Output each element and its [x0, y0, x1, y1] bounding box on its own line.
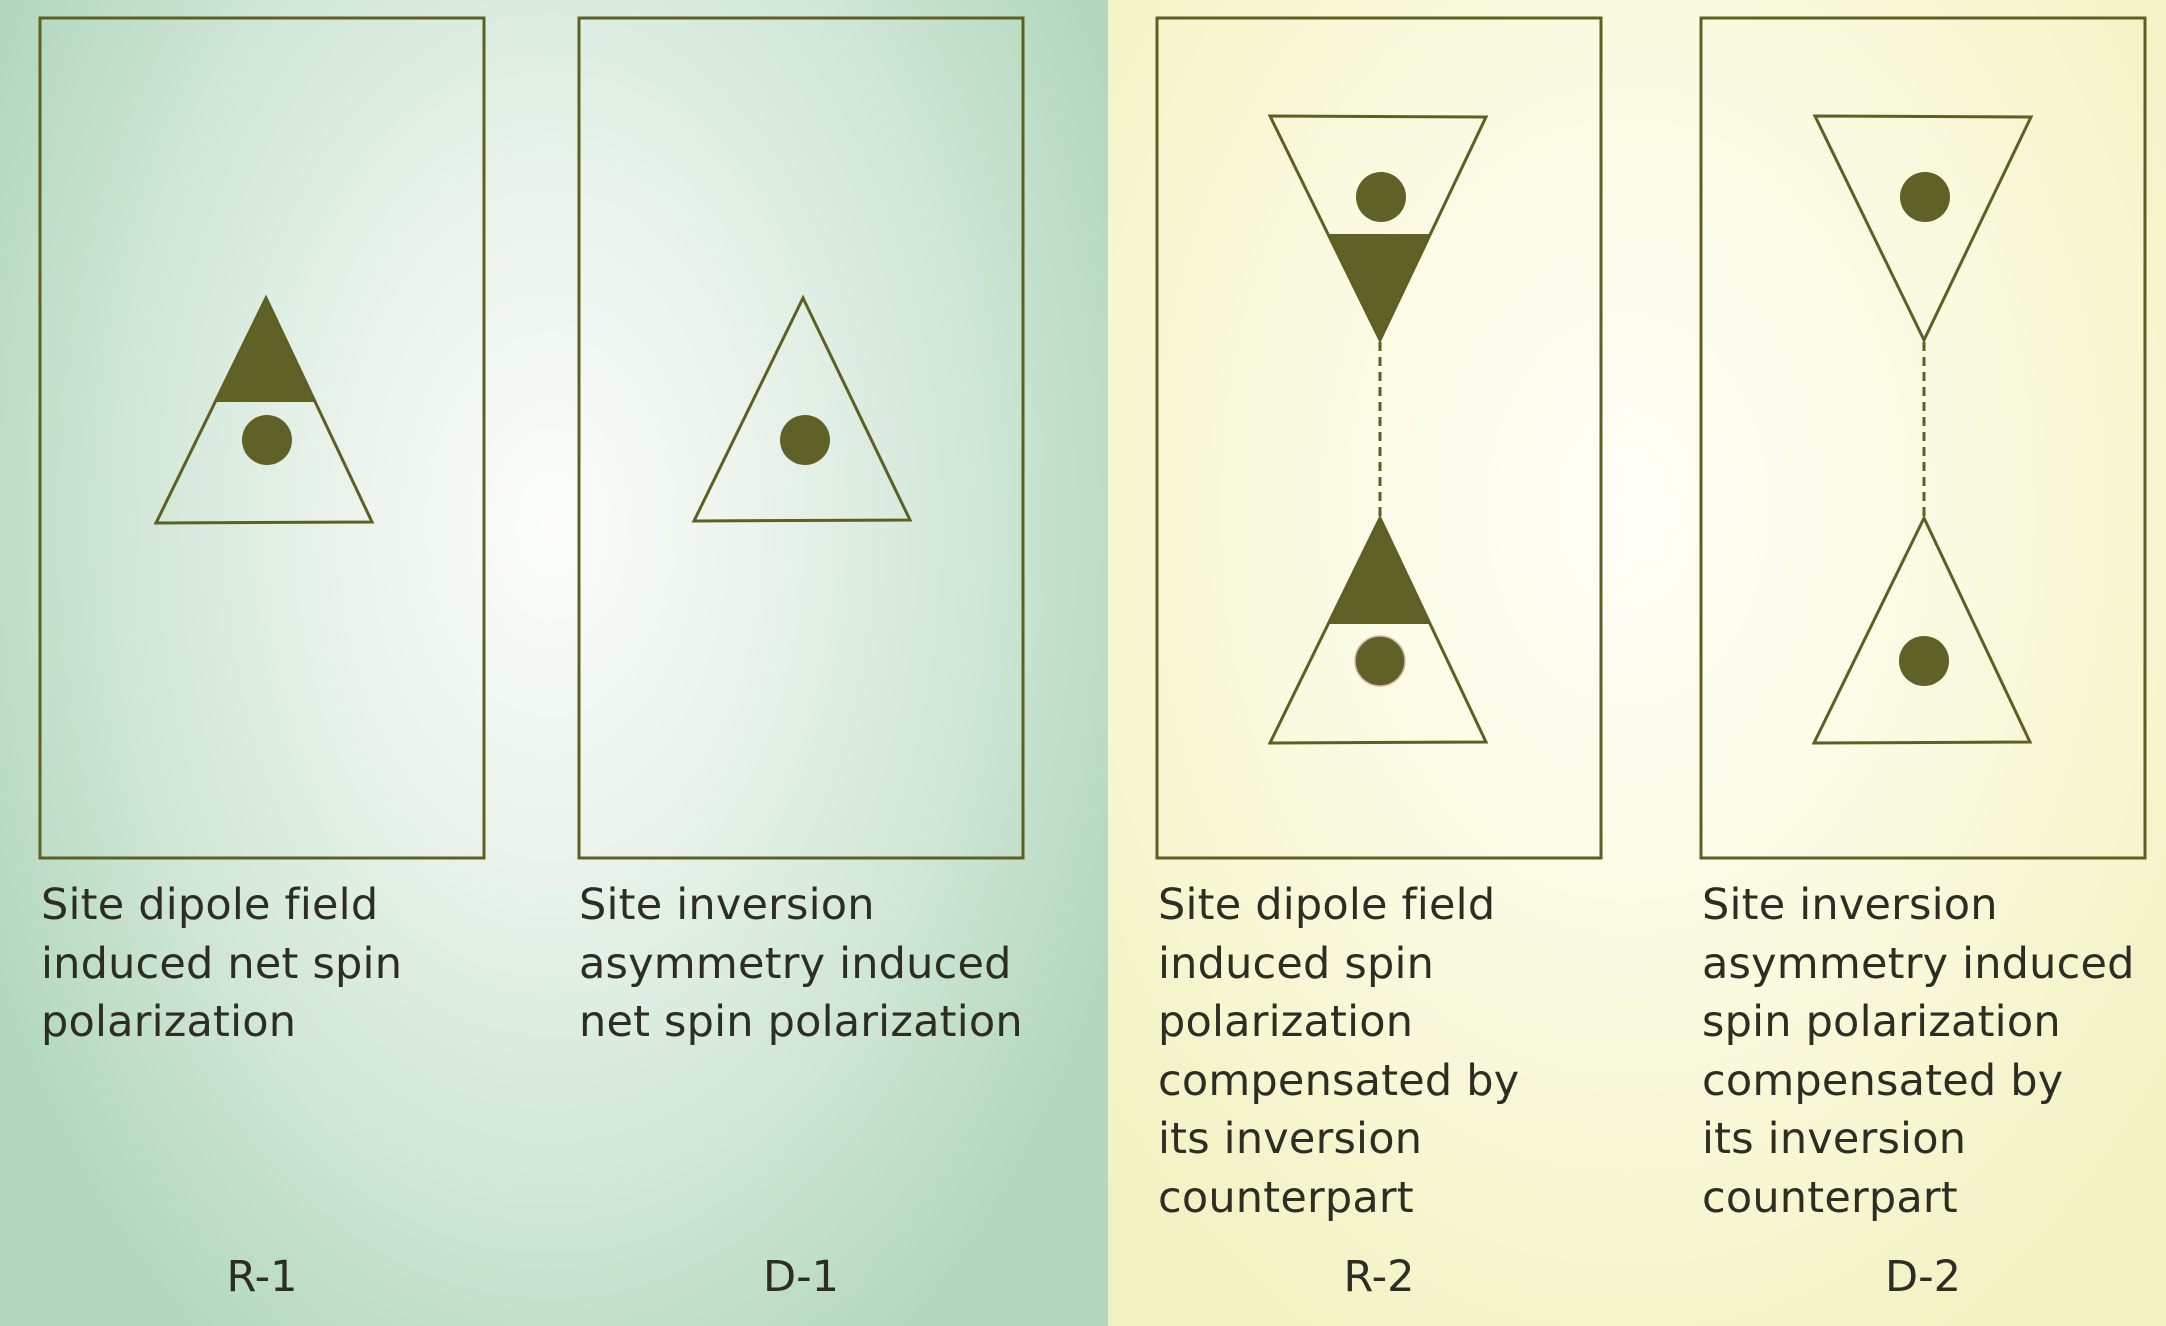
r2-description-line: compensated by	[1158, 1055, 1520, 1106]
r2-description-line: polarization	[1158, 997, 1414, 1047]
r2-description-line: Site dipole field	[1158, 880, 1496, 930]
r1-description-line: polarization	[41, 997, 297, 1047]
d1-triangle-outline	[691, 294, 913, 523]
r2-top-atom-dot	[1356, 172, 1406, 222]
r2-bottom-filled-apex	[1329, 518, 1431, 624]
r1-site-symbol	[153, 294, 375, 525]
d2-description-line: spin polarization	[1702, 997, 2061, 1047]
panel-label-d2: D-2	[1885, 1252, 1961, 1302]
r2-bottom-atom-dot	[1354, 635, 1406, 687]
panel-label-d1: D-1	[763, 1252, 839, 1302]
d1-atom-dot	[780, 415, 830, 465]
left-background-panel	[0, 0, 1108, 1326]
right-background-panel	[1108, 0, 2166, 1326]
d2-bottom-triangle-outline	[1811, 514, 2033, 745]
panel-frame-d2	[1699, 16, 2147, 860]
r1-description-line: Site dipole field	[41, 880, 379, 930]
d1-site-symbol	[691, 294, 913, 523]
panel-label-r1: R-1	[226, 1252, 298, 1302]
panel-label-r2: R-2	[1343, 1252, 1415, 1302]
d2-description-line: Site inversion	[1702, 880, 1998, 930]
d1-description-line: asymmetry induced	[579, 938, 1012, 989]
panel-frame-d1	[577, 16, 1025, 860]
r2-bottom-triangle-outline	[1267, 514, 1489, 745]
r1-atom-dot	[242, 415, 292, 465]
d2-description-line: asymmetry induced	[1702, 938, 2135, 989]
r2-description: Site dipole field induced spin polarizat…	[1158, 876, 1519, 1227]
d2-site-symbol	[1811, 114, 2034, 745]
d2-bottom-atom-dot	[1899, 636, 1949, 686]
d2-top-triangle-outline	[1812, 114, 2034, 344]
d1-description: Site inversion asymmetry induced net spi…	[579, 876, 1023, 1052]
r2-top-filled-tip	[1328, 234, 1430, 340]
r1-triangle-outline	[153, 294, 375, 525]
r2-description-line: its inversion	[1158, 1114, 1423, 1164]
r1-description: Site dipole field induced net spin polar…	[41, 876, 402, 1052]
d2-description-line: counterpart	[1702, 1172, 1958, 1223]
r2-description-line: induced spin	[1158, 938, 1435, 989]
d2-description-line: compensated by	[1702, 1055, 2064, 1106]
r1-description-line: induced net spin	[41, 938, 403, 989]
r2-site-symbol	[1267, 114, 1489, 745]
r2-top-triangle-outline	[1267, 114, 1489, 344]
r2-description-line: counterpart	[1158, 1172, 1414, 1223]
r1-filled-apex	[216, 298, 316, 402]
d1-description-line: net spin polarization	[579, 997, 1023, 1047]
d2-description-line: its inversion	[1702, 1114, 1967, 1164]
panel-frame-r1	[38, 16, 486, 860]
d1-description-line: Site inversion	[579, 880, 875, 930]
panel-frame-r2	[1155, 16, 1603, 860]
d2-top-atom-dot	[1900, 172, 1950, 222]
d2-description: Site inversion asymmetry induced spin po…	[1702, 876, 2135, 1227]
